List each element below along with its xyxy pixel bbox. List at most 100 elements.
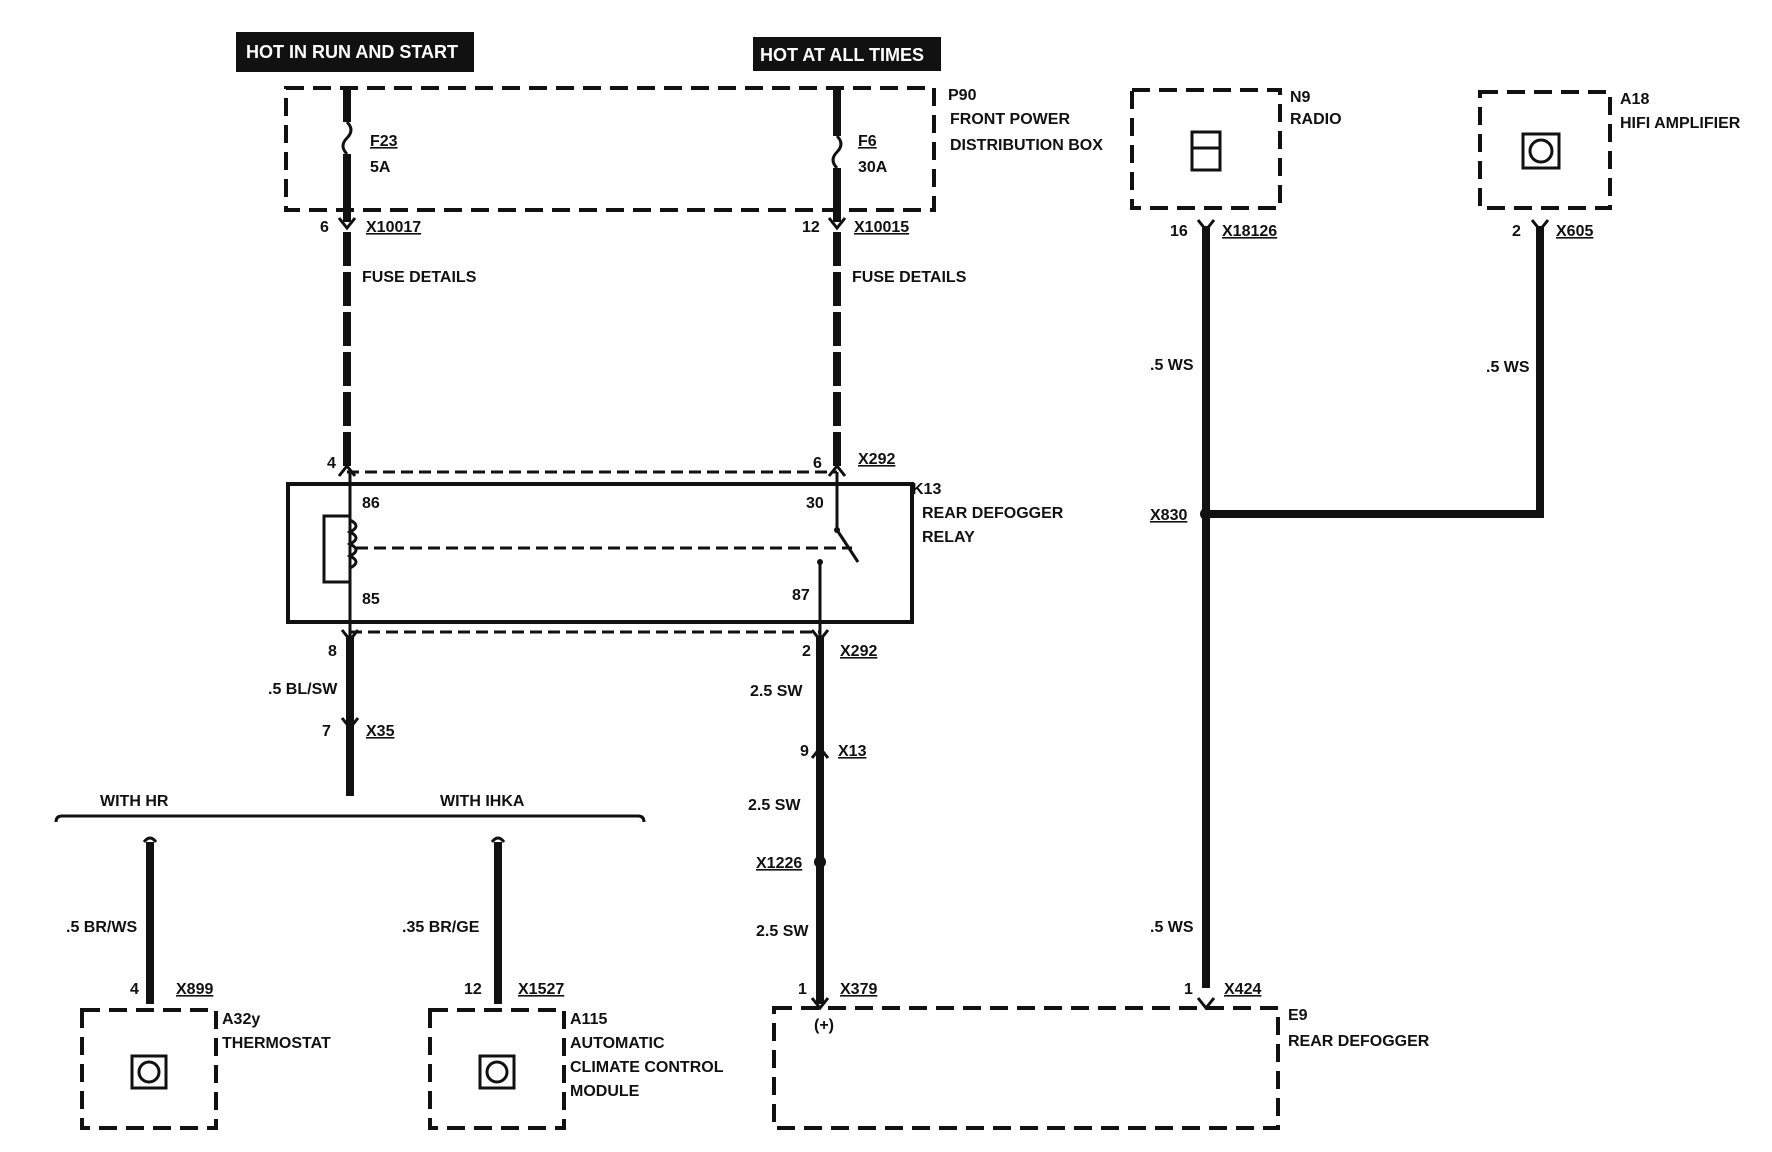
connector-x899: X899 — [176, 981, 213, 998]
relay-pin-in-left: 4 — [327, 455, 336, 472]
thermostat-id: A32y — [222, 1011, 260, 1028]
fuse-box-id: P90 — [948, 87, 977, 104]
option-with-hr: WITH HR — [100, 793, 169, 810]
climate-name-line3: MODULE — [570, 1083, 640, 1100]
connector-x424: X424 — [1224, 981, 1261, 998]
fuse-right-id: F6 — [858, 133, 877, 150]
climate-name-line1: AUTOMATIC — [570, 1035, 665, 1052]
connector-x18126: X18126 — [1222, 223, 1277, 240]
climate-outline — [428, 1008, 566, 1130]
feed-wire-label-3: 2.5 SW — [756, 923, 809, 940]
splice-x830-dot — [1200, 508, 1212, 520]
radio-outline — [1130, 88, 1282, 210]
fuse-right-rating: 30A — [858, 159, 888, 176]
radio-icon — [1190, 130, 1222, 172]
climate-icon — [478, 1054, 516, 1090]
climate-wire-label: .35 BR/GE — [402, 919, 480, 936]
defogger-plus: (+) — [814, 1017, 834, 1034]
banner-all-times-label: HOT AT ALL TIMES — [760, 45, 924, 65]
radio-pin: 16 — [1170, 223, 1188, 240]
radio-name: RADIO — [1290, 111, 1342, 128]
amplifier-icon — [1521, 132, 1561, 170]
radio-wire-label: .5 WS — [1150, 357, 1194, 374]
feed-pin-x13: 9 — [800, 743, 809, 760]
option-bracket — [54, 814, 646, 823]
relay-terminal-30: 30 — [806, 495, 824, 512]
relay-pin-out-left: 8 — [328, 643, 337, 660]
return-pin: 1 — [1184, 981, 1193, 998]
relay-contact-pivot — [834, 527, 840, 533]
relay-outline — [286, 482, 914, 624]
splice-x1226-dot — [814, 856, 826, 868]
thermostat-wire-top-cap — [142, 836, 158, 843]
relay-pin-in-right: 6 — [813, 455, 822, 472]
thermostat-icon-circle — [137, 1060, 161, 1084]
thermostat-icon — [130, 1054, 168, 1090]
thermostat-name: THERMOSTAT — [222, 1035, 331, 1052]
connector-x379-icon — [810, 997, 830, 1011]
fuse-left-id: F23 — [370, 133, 398, 150]
defogger-outline — [772, 1006, 1280, 1130]
relay-terminal-86: 86 — [362, 495, 380, 512]
fuse-details-right: FUSE DETAILS — [852, 269, 967, 286]
amplifier-wire-label: .5 WS — [1486, 359, 1530, 376]
left-branch-wire-label: .5 BL/SW — [268, 681, 338, 698]
feed-wire-label-1: 2.5 SW — [750, 683, 803, 700]
feed-pin-x379: 1 — [798, 981, 807, 998]
relay-coil-frame — [322, 514, 352, 584]
left-branch-pin: 7 — [322, 723, 331, 740]
pin-left-fuse: 6 — [320, 219, 329, 236]
splice-x830: X830 — [1150, 507, 1187, 524]
relay-terminal-85: 85 — [362, 591, 380, 608]
amplifier-icon-circle — [1528, 138, 1554, 164]
relay-connector-bottom: X292 — [840, 643, 877, 660]
fuse-box-name-line2: DISTRIBUTION BOX — [950, 137, 1103, 154]
relay-terminal-87: 87 — [792, 587, 810, 604]
connector-x13-icon — [810, 745, 830, 759]
return-wire-label: .5 WS — [1150, 919, 1194, 936]
banner-hot-in-run-and-start: HOT IN RUN AND START — [236, 32, 474, 72]
relay-contact-87 — [817, 559, 823, 565]
relay-name-line1: REAR DEFOGGER — [922, 505, 1064, 522]
fuse-box-outline — [284, 86, 936, 212]
amplifier-name: HIFI AMPLIFIER — [1620, 115, 1741, 132]
banner-hot-at-all-times: HOT AT ALL TIMES — [753, 37, 941, 71]
connector-x10015: X10015 — [854, 219, 909, 236]
splice-x1226: X1226 — [756, 855, 802, 872]
option-with-ihka: WITH IHKA — [440, 793, 525, 810]
relay-contact-arm — [835, 529, 860, 563]
thermostat-wire-label: .5 BR/WS — [66, 919, 137, 936]
connector-x10015-icon — [827, 217, 847, 231]
thermostat-pin: 4 — [130, 981, 139, 998]
amplifier-pin: 2 — [1512, 223, 1521, 240]
radio-id: N9 — [1290, 89, 1311, 106]
relay-connector-top: X292 — [858, 451, 895, 468]
connector-x10017: X10017 — [366, 219, 421, 236]
connector-relay-in-right-icon — [827, 463, 847, 477]
connector-x605: X605 — [1556, 223, 1593, 240]
connector-x13: X13 — [838, 743, 867, 760]
defogger-name: REAR DEFOGGER — [1288, 1033, 1430, 1050]
feed-wire-label-2: 2.5 SW — [748, 797, 801, 814]
amplifier-id: A18 — [1620, 91, 1649, 108]
climate-id: A115 — [570, 1011, 607, 1028]
connector-x35: X35 — [366, 723, 395, 740]
climate-wire-top-cap — [490, 836, 506, 843]
thermostat-outline — [80, 1008, 218, 1130]
connector-x10017-icon — [337, 217, 357, 231]
fuse-f6-icon — [831, 134, 843, 170]
relay-name-line2: RELAY — [922, 529, 975, 546]
relay-id: K13 — [912, 481, 941, 498]
banner-run-start-label: HOT IN RUN AND START — [246, 42, 458, 62]
connector-x35-icon — [340, 717, 360, 731]
defogger-id: E9 — [1288, 1007, 1308, 1024]
fuse-left-rating: 5A — [370, 159, 391, 176]
fuse-f23-icon — [341, 120, 353, 156]
fuse-details-left: FUSE DETAILS — [362, 269, 477, 286]
relay-pin-out-right: 2 — [802, 643, 811, 660]
connector-x1527: X1527 — [518, 981, 564, 998]
amplifier-outline — [1478, 90, 1612, 210]
connector-x379: X379 — [840, 981, 877, 998]
climate-name-line2: CLIMATE CONTROL — [570, 1059, 724, 1076]
